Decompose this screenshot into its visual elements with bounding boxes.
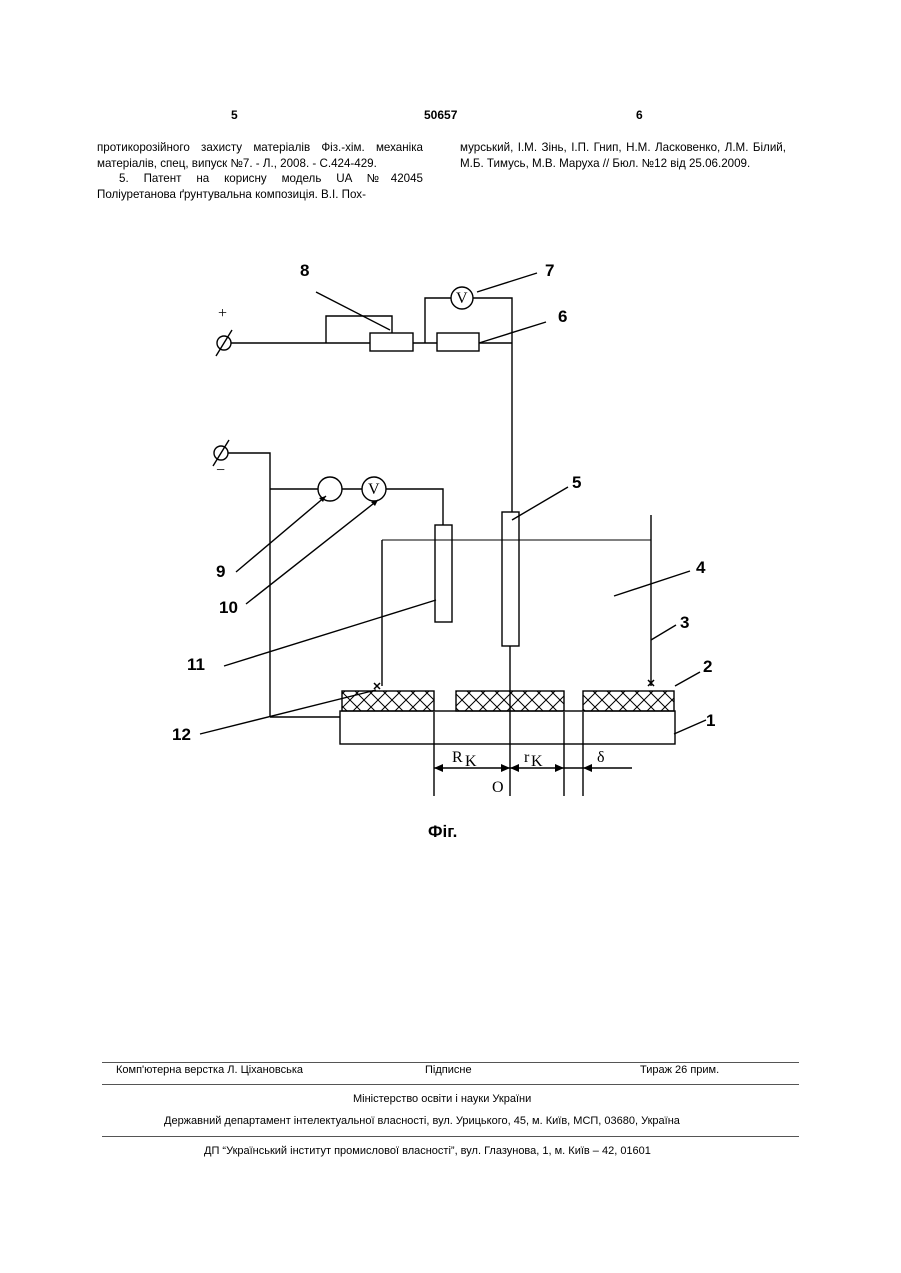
figure-caption: Фіг. <box>428 822 457 842</box>
imprint-layout: Комп'ютерна верстка Л. Ціхановська <box>116 1064 303 1076</box>
metal-substrate-1 <box>340 711 675 744</box>
label-5: 5 <box>572 473 581 492</box>
right-page-number: 6 <box>636 108 643 122</box>
left-column-paragraph-2: 5. Патент на корисну модель UA №42045 По… <box>97 171 423 202</box>
left-page-number: 5 <box>231 108 238 122</box>
rheostat-8 <box>370 333 413 351</box>
plus-sign: + <box>218 305 227 322</box>
label-9: 9 <box>216 562 225 581</box>
dimension-r-small: r <box>524 749 530 766</box>
left-column-paragraph-1: протикорозійного захисту матеріалів Фіз.… <box>97 140 423 171</box>
label-3: 3 <box>680 613 689 632</box>
imprint-signed: Підписне <box>425 1064 472 1076</box>
coating-2 <box>342 691 674 711</box>
left-column: протикорозійного захисту матеріалів Фіз.… <box>97 140 423 202</box>
label-11: 11 <box>187 655 205 674</box>
voltmeter-7-symbol: V <box>456 290 468 307</box>
label-12: 12 <box>172 725 191 744</box>
right-column-paragraph-1: мурський, І.М. Зінь, І.П. Гнип, Н.М. Лас… <box>460 140 786 171</box>
dimension-r-big-subscript: K <box>465 753 477 770</box>
auxiliary-electrode-5 <box>502 512 519 646</box>
imprint-institute: ДП “Український інститут промислової вла… <box>204 1145 651 1157</box>
minus-sign: − <box>216 462 225 479</box>
label-6: 6 <box>558 307 567 326</box>
imprint-department: Державний департамент інтелектуальної вл… <box>164 1115 680 1127</box>
label-4: 4 <box>696 558 706 577</box>
voltmeter-10-symbol: V <box>368 481 380 498</box>
right-column: мурський, І.М. Зінь, І.П. Гнип, Н.М. Лас… <box>460 140 786 171</box>
imprint-print-run: Тираж 26 прим. <box>640 1064 719 1076</box>
document-number: 50657 <box>424 108 457 122</box>
label-10: 10 <box>219 598 238 617</box>
origin-label: O <box>492 779 504 796</box>
imprint-rule-middle <box>102 1084 799 1085</box>
dimension-delta: δ <box>597 749 605 766</box>
label-2: 2 <box>703 657 712 676</box>
imprint-ministry: Міністерство освіти і науки України <box>353 1093 531 1105</box>
label-7: 7 <box>545 261 554 280</box>
imprint-rule-top <box>102 1062 799 1063</box>
figure-diagram: + − V V 1 2 3 4 5 6 7 8 9 10 11 12 R K r… <box>0 240 901 810</box>
label-8: 8 <box>300 261 309 280</box>
imprint-rule-bottom <box>102 1136 799 1137</box>
resistor-6 <box>437 333 479 351</box>
dimension-r-big: R <box>452 749 463 766</box>
dimension-r-small-subscript: K <box>531 753 543 770</box>
label-1: 1 <box>706 711 715 730</box>
